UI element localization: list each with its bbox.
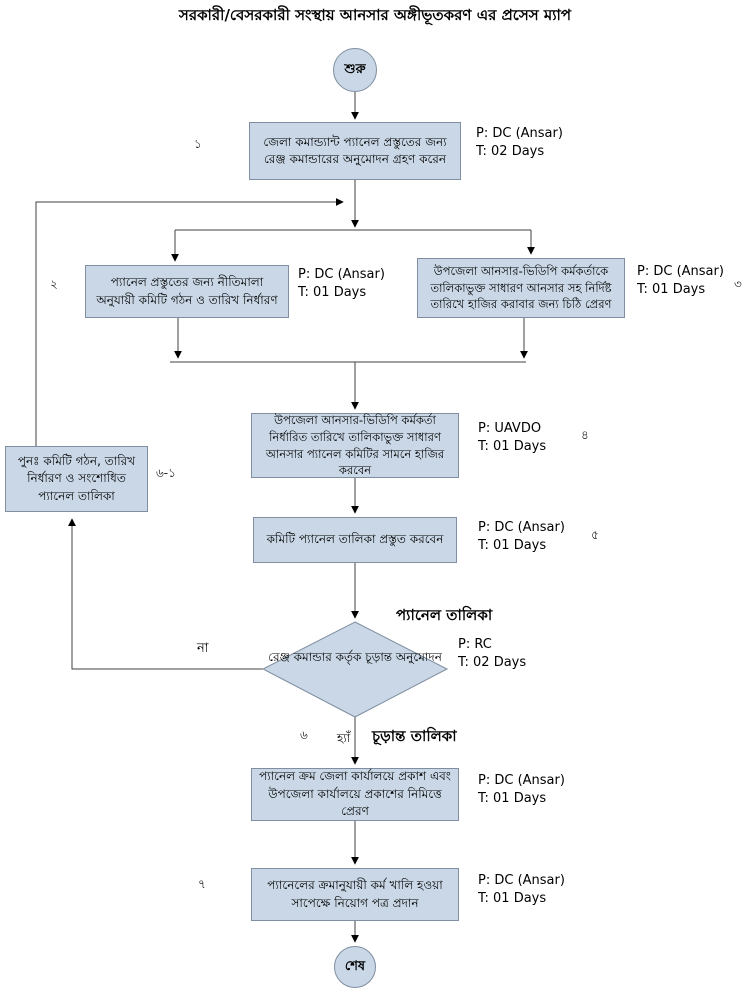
annotation-panel-list: প্যানেল তালিকা — [396, 606, 493, 624]
time-4: T: 01 Days — [478, 439, 547, 454]
step-number-2: ২ — [50, 277, 58, 291]
page-title: সরকারী/বেসরকারী সংস্থায় আনসার অঙ্গীভূতক… — [178, 6, 572, 24]
pt-label-3: P: DC (Ansar) T: 01 Days — [637, 263, 724, 299]
process-box-2: প্যানেল প্রস্তুতের জন্য নীতিমালা অনুযায়… — [85, 265, 289, 318]
performer-3: P: DC (Ansar) — [637, 264, 724, 279]
branch-label-yes: হ্যাঁ — [337, 731, 351, 745]
pt-label-5: P: DC (Ansar) T: 01 Days — [478, 519, 565, 555]
performer-decision: P: RC — [458, 637, 492, 652]
step-number-5: ৫ — [591, 528, 599, 542]
process-box-6: প্যানেল ক্রম জেলা কার্যালয়ে প্রকাশ এবং … — [251, 768, 459, 821]
decision-label: রেঞ্জ কমান্ডার কর্তৃক চূড়ান্ত অনুমোদন — [268, 650, 442, 664]
performer-2: P: DC (Ansar) — [298, 267, 385, 282]
time-2: T: 01 Days — [298, 285, 367, 300]
time-1: T: 02 Days — [476, 144, 545, 159]
branch-label-no: না — [197, 641, 209, 656]
pt-label-2: P: DC (Ansar) T: 01 Days — [298, 266, 385, 302]
time-decision: T: 02 Days — [458, 655, 527, 670]
step-number-4: ৪ — [581, 428, 589, 442]
start-terminal: শুরু — [333, 48, 377, 92]
pt-label-4: P: UAVDO T: 01 Days — [478, 420, 546, 456]
performer-4: P: UAVDO — [478, 421, 542, 436]
step-number-rework: ৬-১ — [156, 466, 176, 480]
performer-5: P: DC (Ansar) — [478, 520, 565, 535]
connector-rework-feedback — [35, 198, 344, 446]
step-number-6: ৬ — [300, 728, 308, 742]
step-number-1: ১ — [194, 137, 202, 151]
process-box-3: উপজেলা আনসার-ভিডিপি কর্মকর্তাকে তালিকাভু… — [417, 258, 625, 318]
pt-label-6: P: DC (Ansar) T: 01 Days — [478, 772, 565, 808]
step-number-3: ৩ — [734, 277, 742, 291]
pt-label-decision: P: RC T: 02 Days — [458, 636, 526, 672]
time-6: T: 01 Days — [478, 791, 547, 806]
process-box-4: উপজেলা আনসার-ভিডিপি কর্মকর্তা নির্ধারিত … — [251, 413, 459, 478]
process-box-7: প্যানেলের ক্রমানুযায়ী কর্ম খালি হওয়া স… — [251, 868, 459, 921]
time-3: T: 01 Days — [637, 282, 706, 297]
time-7: T: 01 Days — [478, 891, 547, 906]
performer-1: P: DC (Ansar) — [476, 126, 563, 141]
performer-6: P: DC (Ansar) — [478, 773, 565, 788]
annotation-final-list: চূড়ান্ত তালিকা — [372, 727, 457, 745]
rework-box: পুনঃ কমিটি গঠন, তারিখ নির্ধারণ ও সংশোধিত… — [5, 446, 148, 512]
decision-shape — [261, 621, 449, 718]
process-box-1: জেলা কমান্ড্যান্ট প্যানেল প্রস্তুতের জন্… — [249, 122, 461, 180]
pt-label-1: P: DC (Ansar) T: 02 Days — [476, 125, 563, 161]
end-terminal: শেষ — [334, 946, 376, 988]
connector-decision-no-to-rework — [68, 518, 263, 670]
time-5: T: 01 Days — [478, 538, 547, 553]
process-box-5: কমিটি প্যানেল তালিকা প্রস্তুত করবেন — [253, 517, 457, 563]
pt-label-7: P: DC (Ansar) T: 01 Days — [478, 872, 565, 908]
performer-7: P: DC (Ansar) — [478, 873, 565, 888]
step-number-7: ৭ — [198, 877, 206, 891]
